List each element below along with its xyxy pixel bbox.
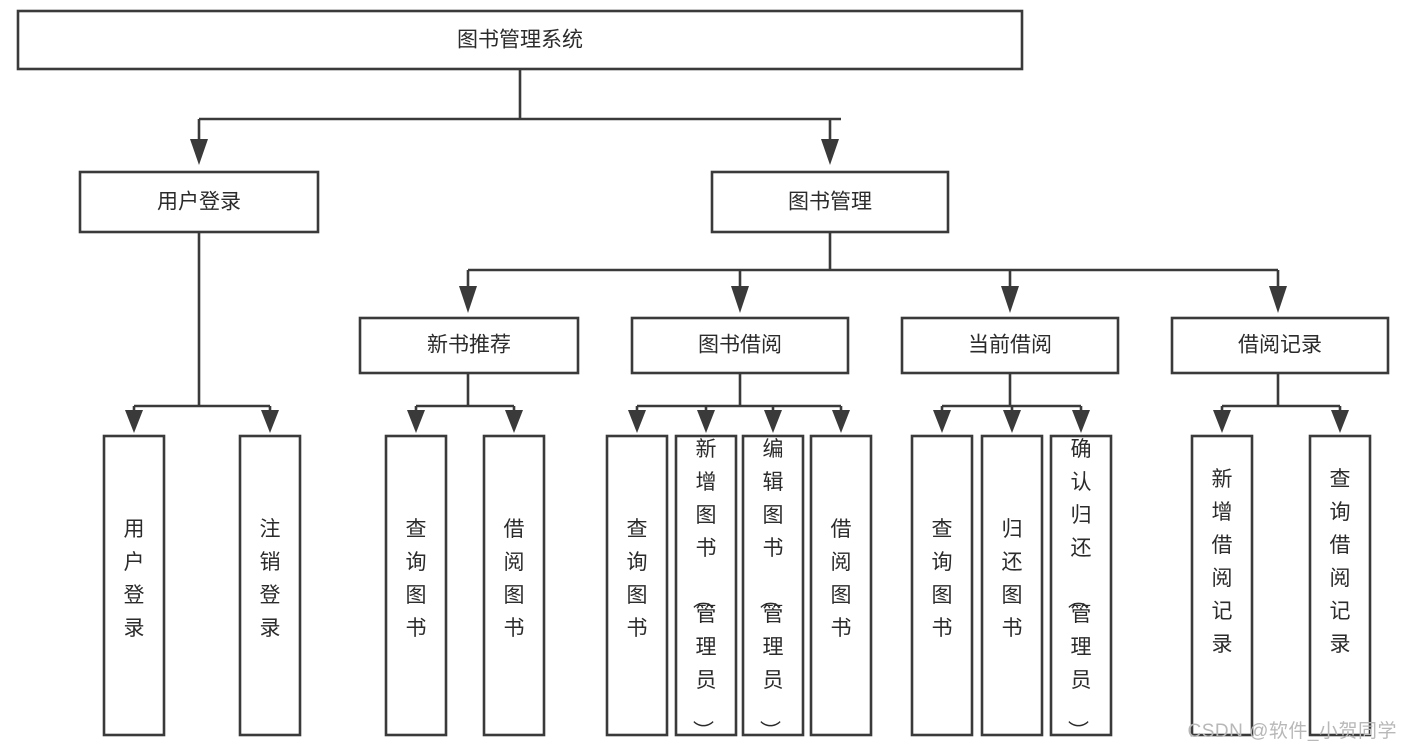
node-leaf-query-borrow-record[interactable]: 查询借阅记录	[1308, 434, 1372, 737]
arrow-head-leaf-return-book	[1003, 410, 1021, 433]
node-leaf-confirm-return-admin-label: 确认归还（管理员）	[1066, 438, 1092, 741]
node-leaf-logout-login-box[interactable]	[238, 434, 302, 737]
node-new-book-recommend-box[interactable]	[358, 316, 580, 375]
node-leaf-logout-login[interactable]: 注销登录	[238, 434, 302, 737]
arrow-head-leaf-query-book-3	[933, 410, 951, 433]
node-book-borrow[interactable]: 图书借阅	[630, 316, 850, 375]
node-book-manage[interactable]: 图书管理	[710, 170, 950, 234]
node-leaf-confirm-return-admin[interactable]: 确认归还（管理员）	[1049, 434, 1113, 741]
node-leaf-query-book-3-label: 查询图书	[932, 518, 953, 640]
node-root-label: 图书管理系统	[457, 29, 583, 52]
node-leaf-query-book-2-box[interactable]	[605, 434, 669, 737]
node-leaf-logout-login-label: 注销登录	[260, 518, 281, 640]
node-leaf-borrow-book-2-box[interactable]	[809, 434, 873, 737]
csdn-watermark: CSDN @软件_小贺同学	[1187, 721, 1397, 742]
arrow-head-borrow-record	[1269, 286, 1287, 313]
node-borrow-record-label: 借阅记录	[1238, 334, 1322, 357]
node-book-manage-label: 图书管理	[788, 191, 872, 214]
node-book-manage-box[interactable]	[710, 170, 950, 234]
arrow-head-user-login	[190, 139, 208, 165]
node-leaf-query-book-1-label: 查询图书	[406, 518, 427, 640]
node-leaf-borrow-book-1-label: 借阅图书	[504, 518, 525, 640]
arrow-head-leaf-add-book-admin	[697, 410, 715, 433]
arrow-head-leaf-edit-book-admin	[764, 410, 782, 433]
node-leaf-user-login-box[interactable]	[102, 434, 166, 737]
connector-group-new-book-recommend	[407, 373, 523, 433]
arrow-head-leaf-query-book-2	[628, 410, 646, 433]
node-borrow-record[interactable]: 借阅记录	[1170, 316, 1390, 375]
node-book-borrow-box[interactable]	[630, 316, 850, 375]
node-leaf-add-borrow-record-label: 新增借阅记录	[1212, 468, 1233, 656]
node-leaf-add-book-admin-label: 新增图书（管理员）	[691, 438, 717, 741]
connector-group-user-login	[125, 232, 279, 433]
node-user-login[interactable]: 用户登录	[78, 170, 320, 234]
node-leaf-confirm-return-admin-box[interactable]	[1049, 434, 1113, 737]
arrow-head-leaf-query-borrow-record	[1331, 410, 1349, 433]
node-leaf-user-login-label: 用户登录	[124, 518, 145, 640]
node-leaf-add-borrow-record[interactable]: 新增借阅记录	[1190, 434, 1254, 737]
node-leaf-query-book-1[interactable]: 查询图书	[384, 434, 448, 737]
node-new-book-recommend-label: 新书推荐	[427, 334, 511, 357]
connector-group-book-manage	[459, 232, 1287, 313]
node-book-borrow-label: 图书借阅	[698, 334, 782, 357]
node-leaf-query-book-1-box[interactable]	[384, 434, 448, 737]
arrow-head-book-borrow	[731, 286, 749, 313]
node-user-login-box[interactable]	[78, 170, 320, 234]
arrow-head-leaf-logout-login	[261, 410, 279, 433]
node-new-book-recommend[interactable]: 新书推荐	[358, 316, 580, 375]
node-leaf-edit-book-admin-label: 编辑图书（管理员）	[758, 438, 784, 741]
node-leaf-return-book[interactable]: 归还图书	[980, 434, 1044, 737]
node-leaf-query-borrow-record-label: 查询借阅记录	[1330, 468, 1351, 656]
arrow-head-leaf-add-borrow-record	[1213, 410, 1231, 433]
node-user-login-label: 用户登录	[157, 191, 241, 214]
node-current-borrow-box[interactable]	[900, 316, 1120, 375]
node-leaf-add-book-admin[interactable]: 新增图书（管理员）	[674, 434, 738, 741]
node-leaf-edit-book-admin[interactable]: 编辑图书（管理员）	[741, 434, 805, 741]
connector-group-borrow-record	[1213, 373, 1349, 433]
node-leaf-return-book-label: 归还图书	[1002, 518, 1023, 640]
node-leaf-query-book-3-box[interactable]	[910, 434, 974, 737]
node-leaf-borrow-book-1[interactable]: 借阅图书	[482, 434, 546, 737]
arrow-head-book-manage	[821, 139, 839, 165]
arrow-head-current-borrow	[1001, 286, 1019, 313]
node-leaf-query-book-2[interactable]: 查询图书	[605, 434, 669, 737]
node-borrow-record-box[interactable]	[1170, 316, 1390, 375]
node-leaf-edit-book-admin-box[interactable]	[741, 434, 805, 737]
node-leaf-add-borrow-record-box[interactable]	[1190, 434, 1254, 737]
arrow-head-leaf-query-book-1	[407, 410, 425, 433]
node-root[interactable]: 图书管理系统	[16, 9, 1024, 71]
node-root-box[interactable]	[16, 9, 1024, 71]
connector-group-root	[190, 69, 841, 165]
arrow-head-new-book-recommend	[459, 286, 477, 313]
arrow-head-leaf-borrow-book-1	[505, 410, 523, 433]
node-leaf-borrow-book-1-box[interactable]	[482, 434, 546, 737]
node-leaf-borrow-book-2[interactable]: 借阅图书	[809, 434, 873, 737]
arrow-head-leaf-confirm-return-admin	[1072, 410, 1090, 433]
arrow-head-leaf-user-login	[125, 410, 143, 433]
node-leaf-borrow-book-2-label: 借阅图书	[831, 518, 852, 640]
node-leaf-query-borrow-record-box[interactable]	[1308, 434, 1372, 737]
node-leaf-query-book-3[interactable]: 查询图书	[910, 434, 974, 737]
connector-group-current-borrow	[933, 373, 1090, 433]
arrow-head-leaf-borrow-book-2	[832, 410, 850, 433]
node-current-borrow[interactable]: 当前借阅	[900, 316, 1120, 375]
node-leaf-add-book-admin-box[interactable]	[674, 434, 738, 737]
connector-group-book-borrow	[628, 373, 850, 433]
node-leaf-return-book-box[interactable]	[980, 434, 1044, 737]
node-leaf-user-login[interactable]: 用户登录	[102, 434, 166, 737]
node-current-borrow-label: 当前借阅	[968, 334, 1052, 357]
node-leaf-query-book-2-label: 查询图书	[627, 518, 648, 640]
